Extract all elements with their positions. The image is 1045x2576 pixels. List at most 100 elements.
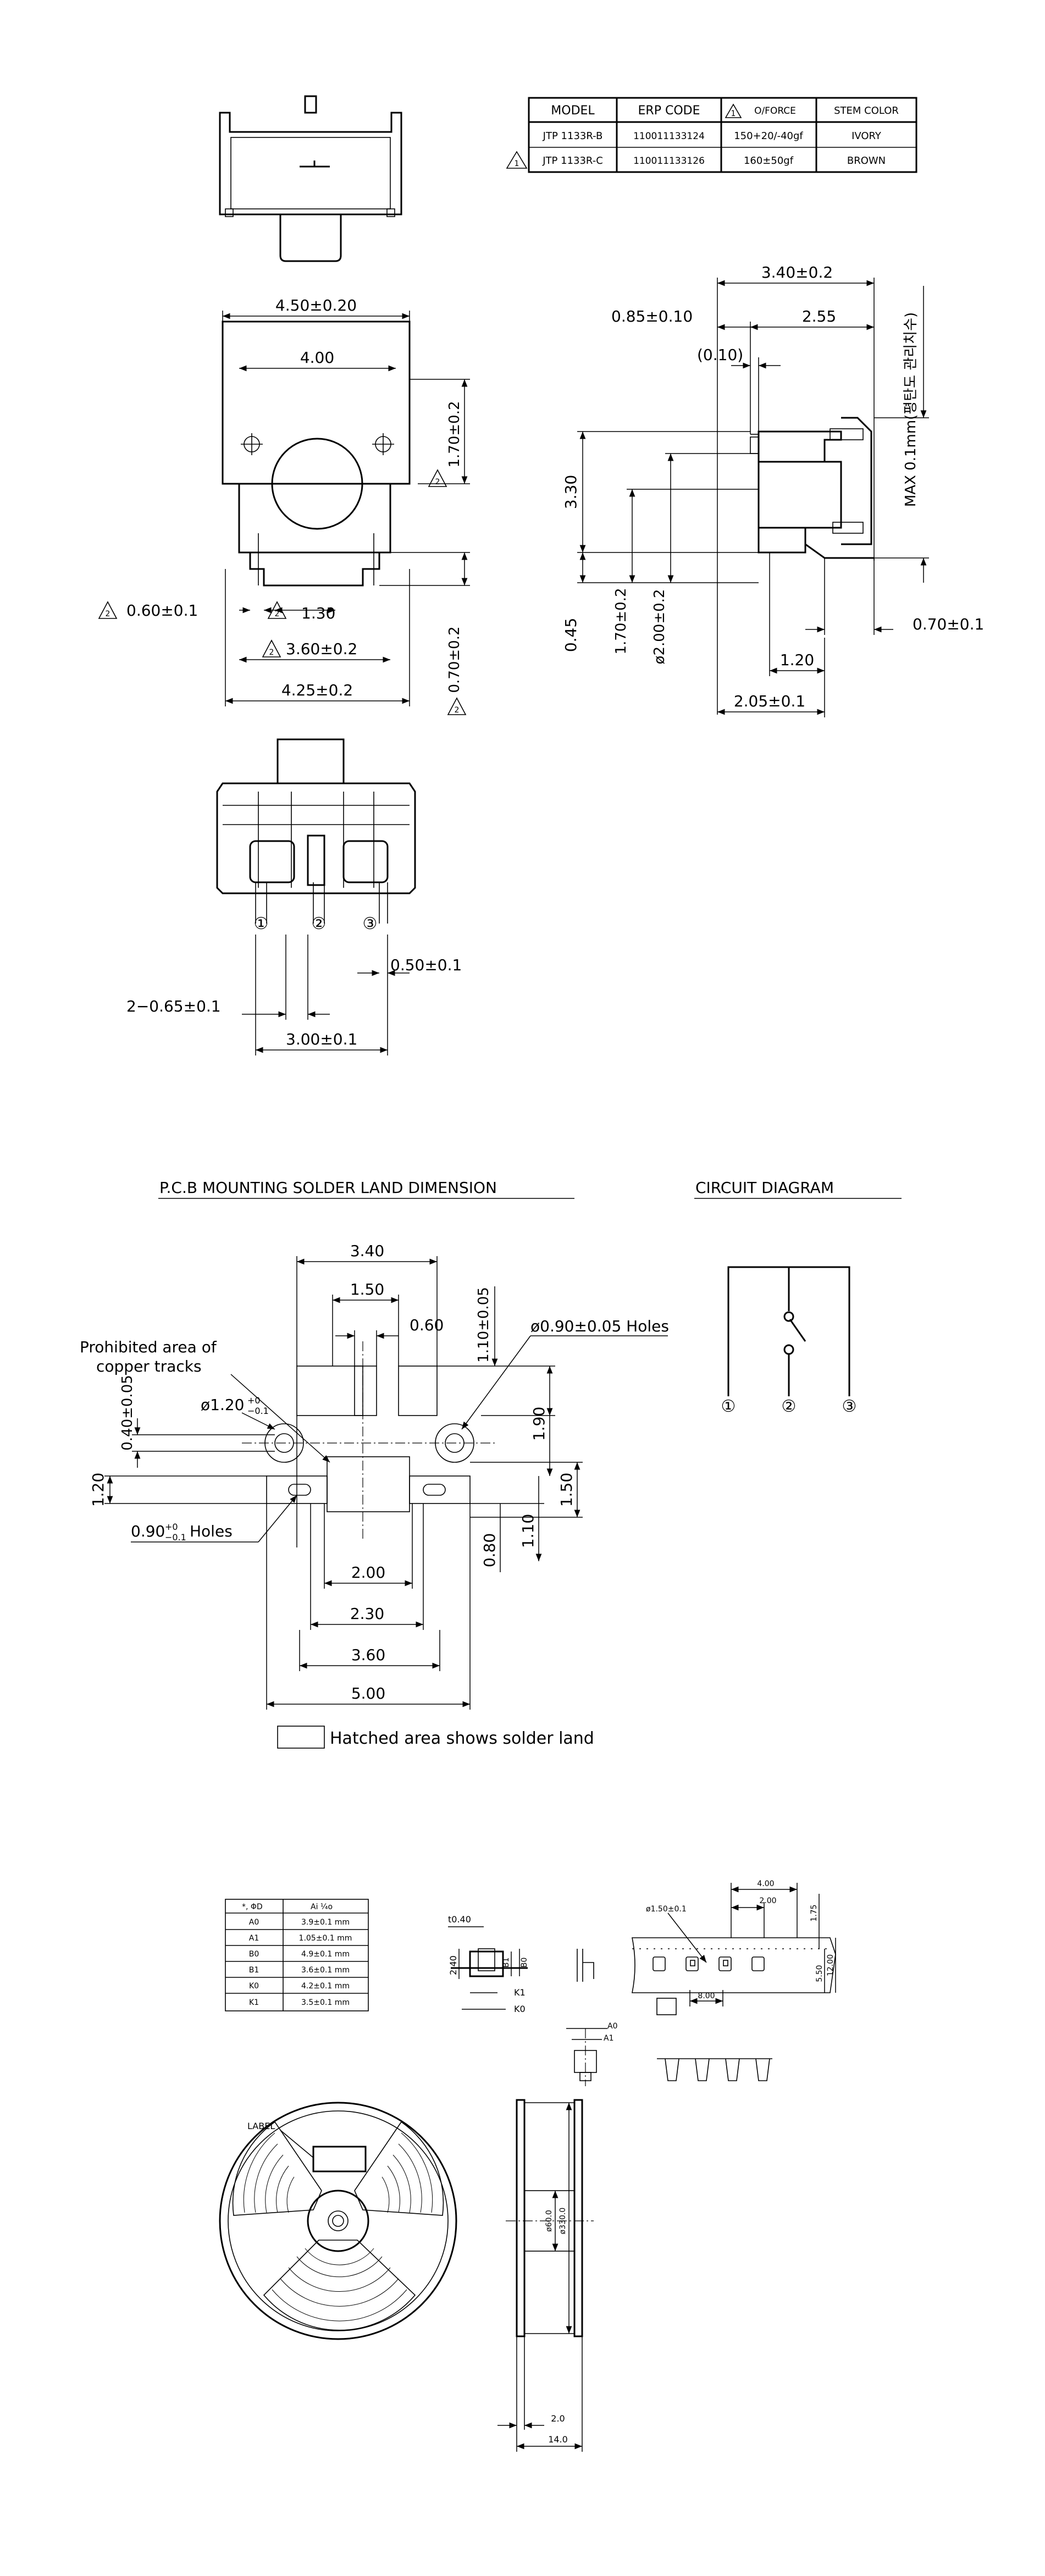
tape-cell-r5-c0: K1 (249, 1998, 259, 2007)
reel-label: LABEL (247, 2121, 275, 2131)
tape-b0: B0 (520, 1958, 529, 1968)
spec-header-erp: ERP CODE (638, 104, 700, 118)
spec-cell-r0-c1: 110011133124 (633, 131, 705, 142)
pcb-dim-bottom-1: 2.30 (350, 1605, 384, 1623)
svg-text:+0: +0 (165, 1522, 178, 1532)
tape-a1: A1 (604, 2034, 613, 2043)
tape-hole: ø1.50±0.1 (646, 1905, 687, 1914)
dim-lower-height: 0.45 (562, 618, 580, 652)
side-view (750, 417, 874, 559)
hole-dia-label: ø1.20 (201, 1396, 244, 1414)
tape-edge: 1.75 (810, 1904, 819, 1921)
tape-cell-r2-c0: B0 (249, 1950, 259, 1959)
tape-cell-r5-c1: 3.5±0.1 mm (301, 1998, 350, 2007)
dim-gap: (0.10) (697, 346, 743, 364)
dim-stem-diameter: ø2.00±0.2 (651, 589, 668, 665)
dim-stem-height: 1.70±0.2 (613, 588, 629, 654)
pin-label-3: ③ (363, 914, 378, 933)
dim-total-length: 3.40±0.2 (761, 263, 833, 281)
tape-thickness: t0.40 (448, 1914, 471, 1925)
reel-hub: ø60.0 (545, 2210, 554, 2232)
tape-header-0: *, ΦD (242, 1903, 263, 1911)
tape-cell-r2-c1: 4.9±0.1 mm (301, 1950, 350, 1959)
front-view-dimensions: 4.50±0.20 4.00 1.70±0.2 2 0.60±0.1 2 1.3… (98, 296, 470, 715)
dim-pin-spacing: 2−0.65±0.1 (126, 997, 221, 1015)
dim-rear-length: 2.55 (802, 307, 836, 325)
dim-terminal-span: 3.60±0.2 (286, 640, 357, 658)
spec-cell-r0-c0: JTP 1133R-B (543, 130, 603, 142)
pcb-dim-bottom-small: 0.80 (480, 1533, 499, 1567)
holes-small-label: 0.90 (131, 1522, 165, 1540)
spec-header-color: STEM COLOR (834, 105, 899, 117)
reel-side: ø60.0 ø330.0 2.0 14.0 (497, 2099, 594, 2452)
svg-text:−0.1: −0.1 (165, 1532, 186, 1543)
pcb-dimensions: 3.40 1.50 0.60 1.10±0.05 1.90 1.50 1.10 … (80, 1242, 669, 1710)
pcb-dim-top-center: 1.50 (350, 1280, 384, 1298)
tape-strip: ø1.50±0.1 4.00 2.00 1.75 5.50 12.00 8.00 (632, 1880, 836, 2015)
bottom-pad-right (409, 1475, 471, 1504)
mounting-hole-right (372, 433, 394, 455)
svg-text:+0: +0 (247, 1395, 261, 1406)
reel-front: LABEL (219, 2102, 457, 2340)
pcb-dim-bottom-2: 3.60 (351, 1646, 385, 1664)
dim-height: 3.30 (562, 475, 580, 509)
spec-table: MODEL ERP CODE O/FORCE STEM COLOR JTP 11… (506, 97, 917, 173)
dim-terminal-height: 0.70±0.2 (446, 626, 463, 693)
revision-triangle-height: 2 (428, 469, 447, 487)
tape-cell-r1-c0: A1 (249, 1934, 259, 1943)
holes-large-label: ø0.90±0.05 Holes (530, 1317, 669, 1335)
tape-pocket-pitch: 8.00 (698, 1992, 715, 2000)
tape-side-profile (577, 1949, 594, 1982)
spec-cell-r0-c2: 150+20/-40gf (734, 130, 803, 142)
dim-height-upper: 1.70±0.2 (446, 401, 463, 467)
revision-triangle-table-header: 1 (725, 103, 742, 118)
pcb-title: P.C.B MOUNTING SOLDER LAND DIMENSION (158, 1179, 574, 1199)
spec-header-model: MODEL (551, 104, 595, 118)
side-view-dimensions: 3.40±0.2 0.85±0.10 2.55 (0.10) 3.30 0.45… (562, 263, 984, 717)
pcb-dim-left-height: 1.20 (89, 1473, 107, 1507)
spec-cell-r1-c2: 160±50gf (744, 155, 794, 167)
top-pad-center (354, 1366, 377, 1416)
revision-triangle-table-row: 1 (506, 151, 528, 169)
max-flatness-note: MAX 0.1mm(평탄도 관리치수) (903, 312, 919, 507)
pin-label-2: ② (312, 914, 327, 933)
revision-triangle-offset: 2 (98, 601, 118, 619)
tape-pocket-section: t0.40 2.40 B1 B0 K1 K0 (448, 1914, 529, 2014)
circuit-terminal-3: ③ (842, 1397, 857, 1416)
dim-front-offset: 0.85±0.10 (611, 307, 693, 325)
dim-width-overall: 4.50±0.20 (275, 296, 357, 314)
top-pad-right (398, 1366, 438, 1416)
tape-cell-r1-c1: 1.05±0.1 mm (299, 1934, 352, 1943)
tape-height: 2.40 (448, 1955, 458, 1975)
pcb-layout (242, 1341, 495, 1539)
circuit-terminal-2: ② (782, 1397, 797, 1416)
tape-carrier: 5.50 (815, 1965, 824, 1982)
tape-header-1: Ai ¼o (311, 1903, 333, 1911)
pcb-dim-right-pad: 1.50 (557, 1473, 576, 1507)
pcb-dim-hole-offset: 0.40±0.05 (119, 1375, 136, 1451)
revision-triangle-span: 2 (262, 639, 281, 657)
svg-text:2: 2 (455, 706, 460, 715)
svg-text:2: 2 (106, 610, 110, 618)
spec-header-force: O/FORCE (754, 106, 796, 117)
revision-triangle-pitch: 2 (267, 601, 287, 619)
spec-cell-r1-c3: BROWN (847, 155, 886, 167)
tape-cell-r4-c0: K0 (249, 1982, 259, 1991)
spec-cell-r1-c1: 110011133126 (633, 156, 705, 167)
legend-swatch (277, 1726, 325, 1749)
dim-terminal-length: 0.70±0.1 (913, 615, 984, 633)
pcb-dim-pad-width: 0.60 (410, 1316, 444, 1334)
tape-a0: A0 (607, 2022, 617, 2031)
tape-cell-r0-c0: A0 (249, 1918, 259, 1927)
spec-cell-r1-c0: JTP 1133R-C (542, 155, 603, 167)
tape-table: *, ΦD Ai ¼o A0 3.9±0.1 mm A1 1.05±0.1 mm… (225, 1899, 369, 2011)
dim-base-width: 4.25±0.2 (281, 681, 353, 699)
dim-terminal-width: 1.20 (780, 651, 814, 669)
circuit-section-title: CIRCUIT DIAGRAM (695, 1179, 834, 1197)
tape-width: 12.00 (826, 1954, 835, 1976)
pin-label-1: ① (254, 914, 269, 933)
bottom-view-dimensions: 0.50±0.1 2−0.65±0.1 3.00±0.1 (126, 935, 462, 1055)
prohibited-label-line2: copper tracks (96, 1357, 202, 1375)
tape-cell-r3-c1: 3.6±0.1 mm (301, 1966, 350, 1975)
pcb-section-title: P.C.B MOUNTING SOLDER LAND DIMENSION (159, 1179, 497, 1197)
